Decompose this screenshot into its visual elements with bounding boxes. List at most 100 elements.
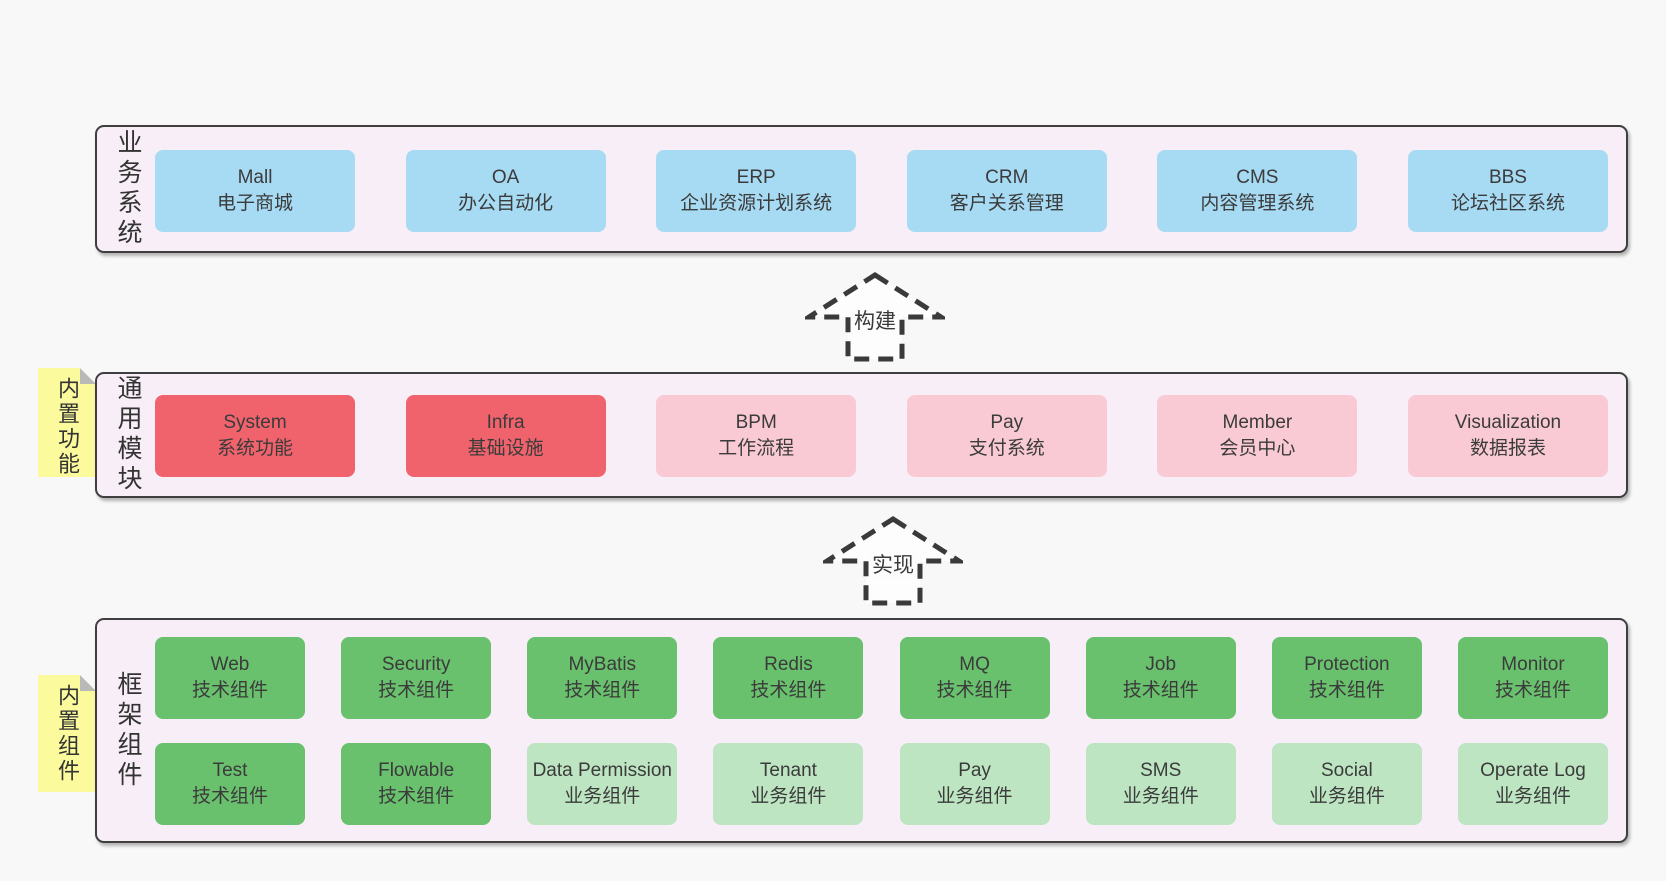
card-title: Web: [210, 654, 250, 675]
modules-cards-row: System 系统功能 Infra 基础设施 BPM 工作流程 Pay 支付系统…: [155, 395, 1608, 477]
card-pay-component: Pay 业务组件: [899, 743, 1050, 825]
card-data-permission: Data Permission 业务组件: [527, 743, 678, 825]
section-framework-components: 框架组件 Web 技术组件 Security 技术组件 MyBatis 技术组件…: [95, 618, 1628, 843]
card-subtitle: 客户关系管理: [949, 193, 1064, 214]
card-subtitle: 系统功能: [216, 438, 293, 459]
card-title: MyBatis: [568, 654, 637, 675]
arrow-build: 构建: [805, 270, 945, 364]
card-title: Protection: [1304, 654, 1390, 675]
card-title: BPM: [735, 412, 777, 433]
arrow-implement-label: 实现: [869, 553, 917, 579]
business-cards-row: Mall 电子商城 OA 办公自动化 ERP 企业资源计划系统 CRM 客户关系…: [155, 150, 1608, 232]
card-title: Member: [1222, 412, 1293, 433]
card-tenant: Tenant 业务组件: [713, 743, 864, 825]
card-crm: CRM 客户关系管理: [906, 150, 1107, 232]
card-subtitle: 办公自动化: [458, 193, 554, 214]
card-subtitle: 技术组件: [1308, 680, 1385, 701]
card-subtitle: 技术组件: [378, 786, 455, 807]
section-label-framework: 框架组件: [114, 670, 142, 791]
card-redis: Redis 技术组件: [713, 637, 864, 719]
card-subtitle: 会员中心: [1219, 438, 1296, 459]
card-title: Redis: [764, 654, 813, 675]
card-subtitle: 企业资源计划系统: [680, 193, 833, 214]
card-subtitle: 电子商城: [216, 193, 293, 214]
card-mall: Mall 电子商城: [155, 150, 355, 232]
card-subtitle: 业务组件: [750, 786, 827, 807]
card-protection: Protection 技术组件: [1271, 637, 1422, 719]
card-pay-module: Pay 支付系统: [906, 395, 1107, 477]
card-title: ERP: [736, 167, 776, 188]
card-flowable: Flowable 技术组件: [341, 743, 492, 825]
framework-cards-row-1: Web 技术组件 Security 技术组件 MyBatis 技术组件 Redi…: [155, 637, 1608, 719]
card-oa: OA 办公自动化: [405, 150, 606, 232]
card-title: Operate Log: [1480, 760, 1586, 781]
card-mq: MQ 技术组件: [899, 637, 1050, 719]
card-title: SMS: [1140, 760, 1182, 781]
card-mybatis: MyBatis 技术组件: [527, 637, 678, 719]
card-title: CRM: [985, 167, 1029, 188]
card-bpm: BPM 工作流程: [656, 395, 857, 477]
framework-cards-row-2: Test 技术组件 Flowable 技术组件 Data Permission …: [155, 743, 1608, 825]
card-title: MQ: [959, 654, 990, 675]
card-title: Job: [1145, 654, 1177, 675]
card-title: Pay: [958, 760, 991, 781]
card-web: Web 技术组件: [155, 637, 305, 719]
card-social: Social 业务组件: [1271, 743, 1422, 825]
arrow-implement: 实现: [823, 514, 963, 608]
section-label-modules: 通用模块: [114, 375, 142, 495]
card-title: System: [223, 412, 287, 433]
card-title: Pay: [990, 412, 1024, 433]
card-subtitle: 业务组件: [564, 786, 641, 807]
card-subtitle: 业务组件: [936, 786, 1013, 807]
card-subtitle: 技术组件: [564, 680, 641, 701]
card-title: Data Permission: [532, 760, 672, 781]
card-subtitle: 技术组件: [378, 680, 455, 701]
card-subtitle: 工作流程: [718, 438, 795, 459]
card-subtitle: 业务组件: [1494, 786, 1571, 807]
sticky-label: 内置功能: [55, 377, 80, 477]
card-subtitle: 论坛社区系统: [1450, 193, 1565, 214]
card-subtitle: 业务组件: [1122, 786, 1199, 807]
card-security: Security 技术组件: [341, 637, 492, 719]
card-sms: SMS 业务组件: [1085, 743, 1236, 825]
card-subtitle: 基础设施: [467, 438, 544, 459]
card-monitor: Monitor 技术组件: [1457, 637, 1608, 719]
card-title: Flowable: [378, 760, 455, 781]
arrow-build-label: 构建: [851, 309, 899, 335]
card-subtitle: 业务组件: [1308, 786, 1385, 807]
card-title: Security: [381, 654, 451, 675]
card-title: Monitor: [1501, 654, 1565, 675]
card-operate-log: Operate Log 业务组件: [1457, 743, 1608, 825]
card-title: BBS: [1488, 167, 1527, 188]
card-subtitle: 支付系统: [968, 438, 1045, 459]
card-title: Social: [1320, 760, 1373, 781]
card-bbs: BBS 论坛社区系统: [1407, 150, 1608, 232]
card-subtitle: 技术组件: [1494, 680, 1571, 701]
card-title: Infra: [486, 412, 525, 433]
card-title: Tenant: [759, 760, 817, 781]
card-subtitle: 技术组件: [191, 786, 268, 807]
card-title: CMS: [1236, 167, 1279, 188]
card-job: Job 技术组件: [1085, 637, 1236, 719]
card-erp: ERP 企业资源计划系统: [656, 150, 857, 232]
card-subtitle: 技术组件: [1122, 680, 1199, 701]
sticky-built-in-features: 内置功能: [38, 368, 96, 477]
card-subtitle: 技术组件: [750, 680, 827, 701]
card-member: Member 会员中心: [1157, 395, 1358, 477]
card-subtitle: 技术组件: [936, 680, 1013, 701]
sticky-label: 内置组件: [55, 684, 80, 784]
card-subtitle: 数据报表: [1469, 438, 1546, 459]
folded-corner-icon: [80, 368, 96, 384]
card-system: System 系统功能: [155, 395, 355, 477]
card-title: Mall: [237, 167, 273, 188]
card-subtitle: 技术组件: [191, 680, 268, 701]
folded-corner-icon: [80, 675, 96, 691]
card-subtitle: 内容管理系统: [1200, 193, 1315, 214]
card-title: Test: [212, 760, 248, 781]
card-title: OA: [491, 167, 520, 188]
card-visualization: Visualization 数据报表: [1407, 395, 1608, 477]
card-test: Test 技术组件: [155, 743, 305, 825]
sticky-built-in-components: 内置组件: [38, 675, 96, 792]
section-business-systems: 业务系统 Mall 电子商城 OA 办公自动化 ERP 企业资源计划系统 CRM…: [95, 125, 1628, 253]
card-infra: Infra 基础设施: [405, 395, 606, 477]
